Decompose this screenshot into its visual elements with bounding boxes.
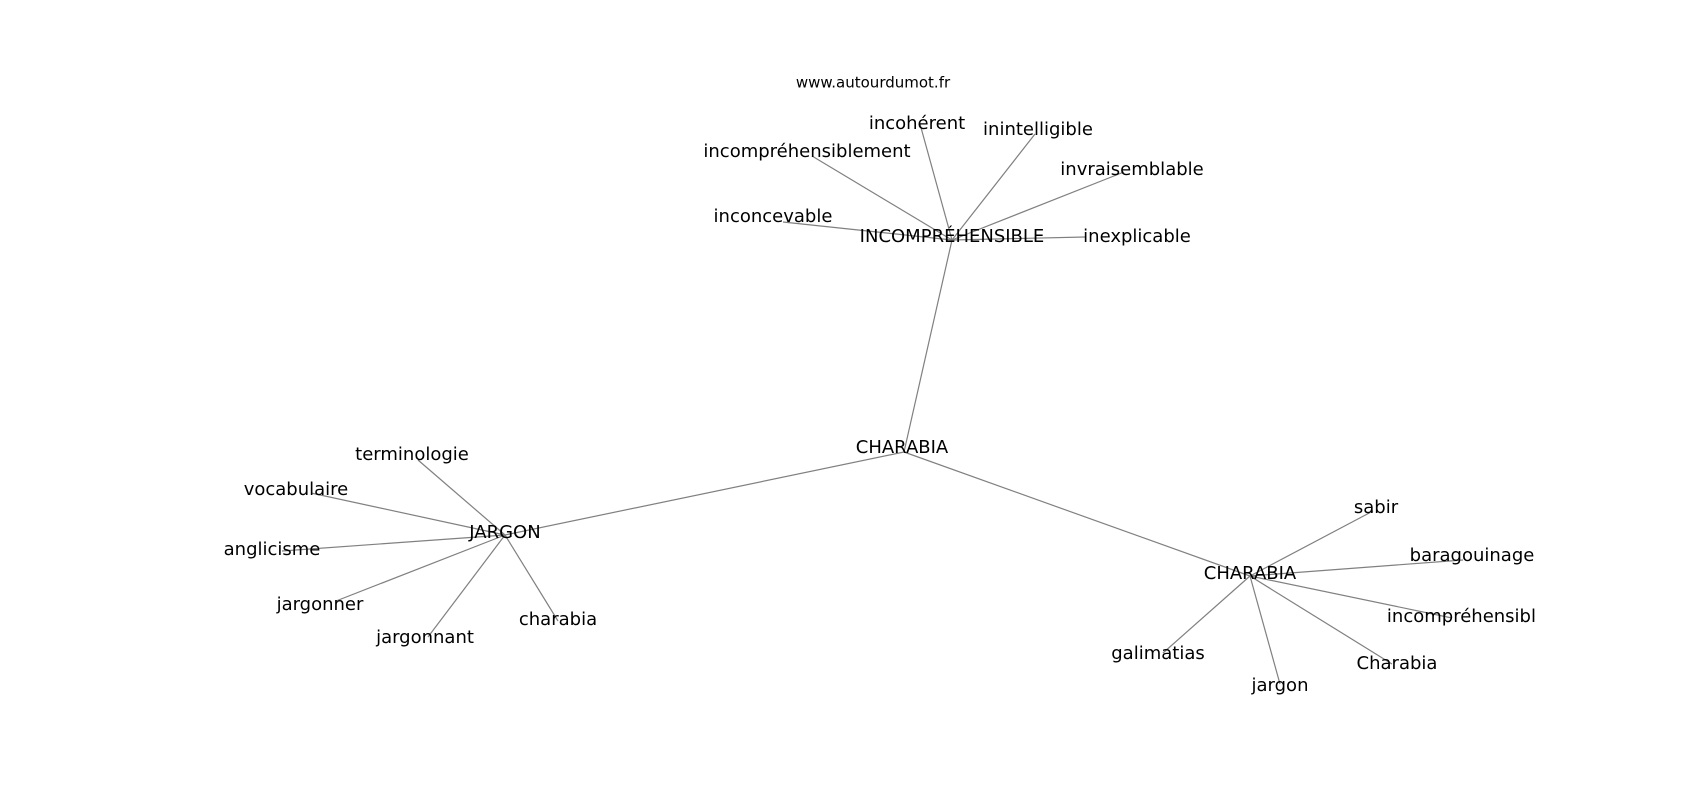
edge-jargon_hub-jargonner <box>335 534 506 602</box>
edge-jargon_hub-vocabulaire <box>310 492 506 536</box>
edge-jargon_hub-anglicisme <box>281 534 506 552</box>
node-anglicisme: anglicisme <box>224 539 321 560</box>
node-sabir: sabir <box>1354 497 1399 518</box>
edge-jargon_hub-jargonnant <box>427 534 506 638</box>
node-terminologie: terminologie <box>355 444 469 465</box>
edge-root-charabia_hub <box>903 451 1251 577</box>
edge-root-jargon_hub <box>504 451 905 536</box>
node-vocabulaire: vocabulaire <box>244 479 349 500</box>
edge-incomprehensible_hub-incoherent <box>919 123 953 241</box>
node-charabia_leaf: charabia <box>519 609 597 630</box>
node-jargonnant: jargonnant <box>375 627 474 648</box>
node-incoherent: incohérent <box>869 113 965 134</box>
node-incomprehensiblement: incompréhensiblement <box>703 141 910 162</box>
edge-incomprehensible_hub-incomprehensiblement <box>811 155 953 241</box>
node-charabia_cap_leaf: Charabia <box>1357 653 1438 674</box>
node-jargon_hub: JARGON <box>468 522 540 543</box>
edge-charabia_hub-baragouinage <box>1249 559 1464 577</box>
edge-charabia_hub-charabia_cap_leaf <box>1249 575 1393 665</box>
edge-jargon_hub-charabia_leaf <box>504 534 559 622</box>
node-inexplicable: inexplicable <box>1083 226 1191 247</box>
edge-incomprehensible_hub-inintelligible <box>951 133 1036 241</box>
edge-charabia_hub-incomprehensible_leaf <box>1249 575 1453 619</box>
node-inconcevable: inconcevable <box>714 206 833 227</box>
node-root: CHARABIA <box>856 437 949 458</box>
node-jargon_leaf: jargon <box>1251 675 1309 696</box>
node-incomprehensible_hub: INCOMPRÉHENSIBLE <box>860 225 1045 247</box>
edge-incomprehensible_hub-inconcevable <box>782 221 953 241</box>
source-watermark: www.autourdumot.fr <box>796 74 951 92</box>
edge-incomprehensible_hub-inexplicable <box>951 236 1086 241</box>
edge-charabia_hub-jargon_leaf <box>1249 575 1281 685</box>
node-baragouinage: baragouinage <box>1410 545 1535 566</box>
edge-incomprehensible_hub-invraisemblable <box>951 171 1125 241</box>
edge-jargon_hub-terminologie <box>417 459 506 536</box>
node-galimatias: galimatias <box>1111 643 1205 664</box>
node-jargonner: jargonner <box>276 594 364 615</box>
label-layer: CHARABIA INCOMPRÉHENSIBLE JARGON CHARABIA in… <box>224 113 1547 696</box>
node-charabia_hub: CHARABIA <box>1204 563 1297 584</box>
edge-charabia_hub-galimatias <box>1162 575 1251 654</box>
node-incomprehensible_leaf: incompréhensible <box>1387 606 1547 627</box>
edge-charabia_hub-sabir <box>1249 510 1374 577</box>
node-inintelligible: inintelligible <box>983 119 1093 140</box>
edge-layer <box>281 123 1464 685</box>
node-invraisemblable: invraisemblable <box>1060 159 1203 180</box>
edge-root-incomprehensible_hub <box>903 239 953 453</box>
